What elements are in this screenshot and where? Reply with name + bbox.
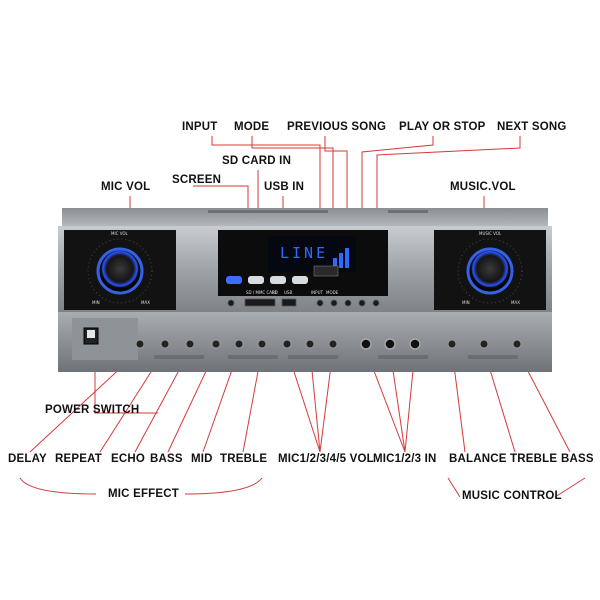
label-mic-vol: MIC VOL bbox=[101, 181, 151, 193]
label-bass: BASS bbox=[150, 453, 183, 465]
amplifier-body bbox=[58, 208, 552, 372]
mode-button-label: MODE bbox=[326, 290, 339, 295]
label-mode: MODE bbox=[234, 121, 270, 133]
music-max-label: MAX bbox=[511, 300, 520, 305]
label-input: INPUT bbox=[182, 121, 218, 133]
amplifier: LINE MIC VOL MUSIC VOL MIN MAX MIN MAX S… bbox=[58, 208, 552, 373]
sd-card-slot-label: SD / MMC CARD bbox=[246, 290, 278, 295]
input-button-label: INPUT bbox=[311, 290, 323, 295]
bt-indicator-label: BT bbox=[272, 290, 278, 295]
music-vol-panel-label: MUSIC VOL bbox=[479, 231, 502, 236]
label-mid: MID bbox=[191, 453, 213, 465]
bracket-mic-effect-left bbox=[19, 477, 97, 495]
lcd-display-text: LINE bbox=[280, 244, 329, 262]
label-mic-effect: MIC EFFECT bbox=[108, 488, 179, 500]
music-min-label: MIN bbox=[462, 300, 470, 305]
label-echo: ECHO bbox=[111, 453, 146, 465]
label-delay: DELAY bbox=[8, 453, 47, 465]
music-vol-knob bbox=[457, 238, 523, 304]
mic-max-label: MAX bbox=[141, 300, 150, 305]
mic-vol-panel-label: MIC VOL bbox=[111, 231, 128, 236]
label-balance: BALANCE bbox=[449, 453, 507, 465]
label-music-control: MUSIC CONTROL bbox=[462, 490, 562, 502]
bracket-mic-effect-right bbox=[184, 477, 263, 495]
mic-vol-knob bbox=[87, 238, 153, 304]
label-previous-song: PREVIOUS SONG bbox=[287, 121, 387, 133]
label-screen: SCREEN bbox=[172, 174, 222, 186]
label-sd-card-in: SD CARD IN bbox=[222, 155, 292, 167]
label-mic-in-group: MIC1/2/3 IN bbox=[373, 453, 437, 465]
usb-port-label: USB bbox=[284, 290, 293, 295]
label-treble-right: TREBLE bbox=[510, 453, 558, 465]
label-repeat: REPEAT bbox=[55, 453, 102, 465]
bracket-music-control-left bbox=[447, 477, 461, 498]
bracket-music-control-right bbox=[554, 477, 586, 498]
label-mic-vol-group: MIC1/2/3/4/5 VOL bbox=[278, 453, 374, 465]
label-next-song: NEXT SONG bbox=[497, 121, 567, 133]
label-usb-in: USB IN bbox=[264, 181, 305, 193]
mic-min-label: MIN bbox=[92, 300, 100, 305]
label-music-vol: MUSIC.VOL bbox=[450, 181, 516, 193]
label-play-or-stop: PLAY OR STOP bbox=[399, 121, 486, 133]
label-treble: TREBLE bbox=[220, 453, 268, 465]
label-power-switch: POWER SWITCH bbox=[45, 404, 140, 416]
label-bass-right: BASS bbox=[561, 453, 594, 465]
